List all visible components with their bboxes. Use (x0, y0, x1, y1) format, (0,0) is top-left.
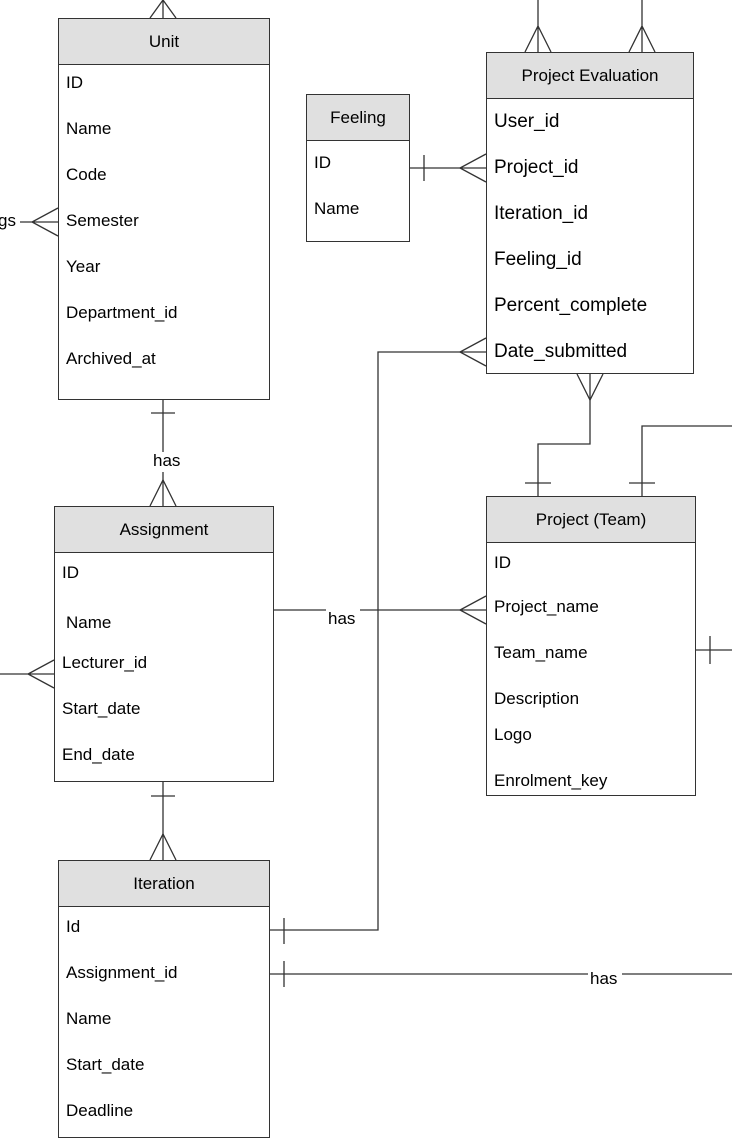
assignment-attr-name: Name (66, 613, 112, 632)
cut-off-left-label: gs (0, 211, 16, 230)
iteration-top-crowsfoot (149, 832, 177, 861)
peval-crowsfoot-right (628, 0, 656, 53)
unit-title: Unit (59, 19, 269, 65)
iteration-title: Iteration (59, 861, 269, 907)
iteration-peval-line (270, 351, 486, 931)
iteration-attr-name: Name (66, 1009, 112, 1028)
unit-attr-code: Code (66, 165, 107, 184)
peval-attr-percent-complete: Percent_complete (494, 295, 648, 316)
feeling-crowsfoot (458, 153, 487, 183)
project-evaluation-title: Project Evaluation (487, 53, 693, 99)
peval-bottom-crowsfoot (576, 373, 604, 402)
team-attr-description: Description (494, 689, 580, 708)
unit-attr-semester: Semester (66, 211, 139, 230)
assignment-project-label: has (326, 609, 358, 628)
team-attr-enrolment-key: Enrolment_key (494, 771, 608, 790)
assignment-title: Assignment (55, 507, 273, 553)
team-attr-project-name: Project_name (494, 597, 599, 616)
iteration-attr-assignment-id: Assignment_id (66, 963, 178, 982)
peval-project-line (537, 374, 591, 496)
assignment-top-crowsfoot (149, 478, 177, 507)
peval-attr-feeling-id: Feeling_id (494, 249, 582, 270)
feeling-entity: Feeling ID Name (306, 94, 410, 242)
team-attr-logo: Logo (494, 725, 532, 744)
assignment-attr-end-date: End_date (62, 745, 135, 764)
feeling-title: Feeling (307, 95, 409, 141)
project-evaluation-entity: Project Evaluation User_id Project_id It… (486, 52, 694, 374)
unit-assignment-label: has (151, 451, 183, 470)
assignment-attr-id: ID (62, 563, 79, 582)
assignment-attr-start-date: Start_date (62, 699, 141, 718)
peval-crowsfoot-left (524, 0, 552, 53)
peval-attr-date-submitted: Date_submitted (494, 341, 628, 362)
iteration-entity: Iteration Id Assignment_id Name Start_da… (58, 860, 270, 1138)
assignment-entity: Assignment ID Name Lecturer_id Start_dat… (54, 506, 274, 782)
peval-attr-iteration-id: Iteration_id (494, 203, 589, 224)
project-name-crowsfoot (458, 595, 487, 625)
lecturer-crowsfoot (0, 659, 55, 689)
feeling-attr-id: ID (314, 153, 331, 172)
project-team-entity: Project (Team) ID Project_name Team_name… (486, 496, 696, 796)
team-attr-team-name: Team_name (494, 643, 588, 662)
iteration-right-label: has (588, 969, 620, 988)
unit-attr-year: Year (66, 257, 101, 276)
unit-attr-name: Name (66, 119, 112, 138)
iteration-attr-deadline: Deadline (66, 1101, 134, 1120)
unit-entity: Unit ID Name Code Semester Year Departme… (58, 18, 270, 400)
unit-attr-id: ID (66, 73, 83, 92)
unit-attr-department-id: Department_id (66, 303, 178, 322)
project-right-line (641, 425, 732, 496)
date-submitted-crowsfoot (458, 337, 487, 367)
semester-crowsfoot (20, 207, 59, 237)
feeling-attr-name: Name (314, 199, 360, 218)
iteration-attr-start-date: Start_date (66, 1055, 145, 1074)
peval-attr-user-id: User_id (494, 111, 560, 132)
unit-top-crowsfoot (149, 0, 177, 19)
project-team-title: Project (Team) (487, 497, 695, 543)
peval-attr-project-id: Project_id (494, 157, 579, 178)
team-attr-id: ID (494, 553, 511, 572)
iteration-attr-id: Id (66, 917, 81, 936)
assignment-attr-lecturer-id: Lecturer_id (62, 653, 148, 672)
unit-attr-archived-at: Archived_at (66, 349, 156, 368)
